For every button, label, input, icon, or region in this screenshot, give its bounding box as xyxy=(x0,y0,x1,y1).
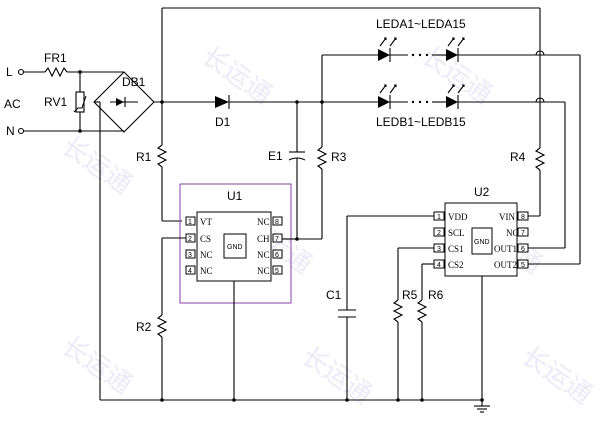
u2-pin1-num: 1 xyxy=(437,214,441,221)
r2-resistor xyxy=(156,314,168,338)
u2-pin3-num: 3 xyxy=(437,246,441,253)
bridge-db1 xyxy=(93,71,215,400)
u1-gnd-pad xyxy=(223,233,247,259)
u2-pin7-name: NC xyxy=(506,228,519,238)
label-r1: R1 xyxy=(136,150,152,164)
label-leda: LEDA1~LEDA15 xyxy=(376,17,466,31)
u2-pin2-num: 2 xyxy=(437,230,441,237)
r6-resistor xyxy=(416,299,428,323)
u2-gnd-pad xyxy=(471,227,493,255)
u1-pin2-num: 2 xyxy=(188,236,192,243)
r1-resistor xyxy=(156,144,168,168)
r5-resistor xyxy=(392,299,404,323)
label-ledb: LEDB1~LEDB15 xyxy=(376,115,466,129)
svg-text:长运通: 长运通 xyxy=(416,41,497,110)
u1-outline xyxy=(179,183,292,304)
terminal-n xyxy=(17,127,25,135)
u2-pin4-num: 4 xyxy=(437,262,441,269)
u1-pin7-num: 7 xyxy=(275,236,279,243)
u1-pin6-name: NC xyxy=(257,250,270,260)
label-ac: AC xyxy=(4,97,21,111)
u2-pin4-name: CS2 xyxy=(448,260,464,270)
label-r2: R2 xyxy=(136,320,152,334)
u1-pin6-num: 6 xyxy=(275,252,279,259)
led-string-a xyxy=(378,37,580,62)
label-u1: U1 xyxy=(227,189,243,203)
u1-pin5-name: NC xyxy=(257,266,270,276)
u1-pin4-name: NC xyxy=(200,266,213,276)
u1-pin3-num: 3 xyxy=(188,252,192,259)
label-e1: E1 xyxy=(268,149,283,163)
u1-pin1-name: VT xyxy=(200,217,212,227)
led-string-b xyxy=(378,84,565,109)
u1-pin2-name: CS xyxy=(200,234,211,244)
u2-pin7-num: 7 xyxy=(521,230,525,237)
diode-d1 xyxy=(215,95,322,109)
u1-pin7-name: CH xyxy=(257,234,270,244)
u2-pin5-num: 5 xyxy=(521,262,525,269)
label-fr1: FR1 xyxy=(44,51,67,65)
terminal-l xyxy=(17,68,25,76)
label-rv1: RV1 xyxy=(44,95,67,109)
u2-pin8-num: 8 xyxy=(521,214,525,221)
u2-pin3-name: CS1 xyxy=(448,244,464,254)
svg-text:长运通: 长运通 xyxy=(56,331,137,400)
u1-chip xyxy=(196,211,272,282)
r3-resistor xyxy=(316,146,328,170)
u1-pin5-num: 5 xyxy=(275,268,279,275)
svg-text:长运通: 长运通 xyxy=(516,341,597,410)
u1-pin8-name: NC xyxy=(257,217,270,227)
u2-pin6-name: OUT1 xyxy=(494,244,517,254)
label-db1: DB1 xyxy=(122,75,146,89)
u1-pin1-num: 1 xyxy=(188,219,192,226)
u2-pin5-name: OUT2 xyxy=(494,260,517,270)
label-r3: R3 xyxy=(331,150,347,164)
fr1-fuse xyxy=(44,66,68,78)
label-l: L xyxy=(6,65,13,79)
u2-pin8-name: VIN xyxy=(499,212,515,222)
u1-gnd-label: GND xyxy=(227,244,243,251)
label-u2: U2 xyxy=(474,185,490,199)
label-r4: R4 xyxy=(510,150,526,164)
r4-resistor xyxy=(534,147,546,171)
u1-pin4-num: 4 xyxy=(188,268,192,275)
u1-pin8-num: 8 xyxy=(275,219,279,226)
u2-pin1-name: VDD xyxy=(448,212,468,222)
u1-pin3-name: NC xyxy=(200,250,213,260)
u2-pin2-name: SCL xyxy=(448,228,465,238)
svg-text:长运通: 长运通 xyxy=(196,41,277,110)
label-n: N xyxy=(6,124,15,138)
label-r6: R6 xyxy=(428,288,444,302)
label-d1: D1 xyxy=(215,115,231,129)
svg-text:长运通: 长运通 xyxy=(56,131,137,200)
ac-input xyxy=(17,66,100,135)
label-c1: C1 xyxy=(326,288,342,302)
u2-pin6-num: 6 xyxy=(521,246,525,253)
label-r5: R5 xyxy=(402,288,418,302)
u2-gnd-label: GND xyxy=(474,239,490,246)
